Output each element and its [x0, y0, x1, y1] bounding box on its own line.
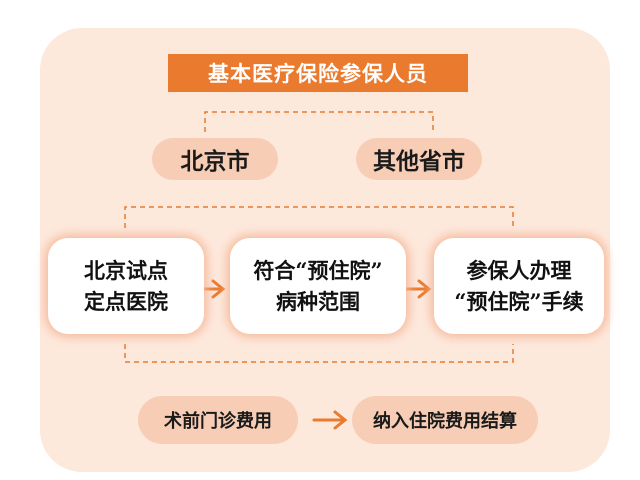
step-designated-hospital: 北京试点 定点医院	[48, 238, 204, 334]
title-box: 基本医疗保险参保人员	[168, 54, 468, 92]
step-disease-scope: 符合“预住院” 病种范围	[230, 238, 406, 334]
inpatient-settlement: 纳入住院费用结算	[352, 396, 538, 444]
outpatient-cost: 术前门诊费用	[138, 396, 298, 444]
arrow-3	[312, 410, 348, 430]
region-beijing: 北京市	[152, 138, 278, 180]
steps-top-bracket	[124, 206, 514, 228]
step-pre-admission-procedure: 参保人办理 “预住院”手续	[434, 238, 604, 334]
steps-bottom-bracket	[124, 344, 514, 363]
title-bracket	[204, 111, 434, 132]
region-other-provinces: 其他省市	[356, 138, 482, 180]
